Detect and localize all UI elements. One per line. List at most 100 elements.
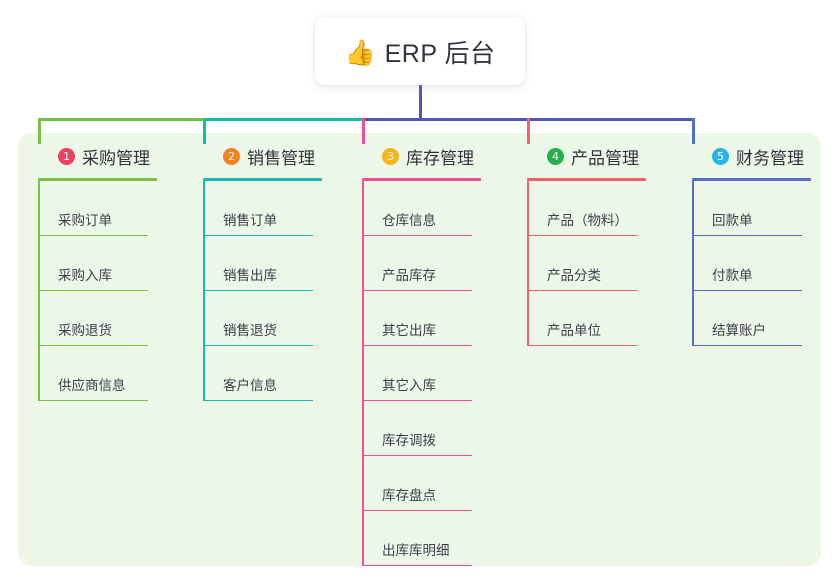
branch-item-underline [692, 344, 802, 346]
branch-item-underline [362, 289, 472, 291]
connector-root-stem [419, 85, 422, 121]
branch-underline [362, 178, 481, 181]
branch-item-underline [203, 399, 313, 401]
branch-item-underline [203, 289, 313, 291]
root-node[interactable]: 👍 ERP 后台 [315, 18, 525, 85]
branch-column-2: 2 销售管理销售订单销售出库销售退货客户信息 [203, 144, 322, 401]
branch-item-underline [362, 454, 472, 456]
branch-item-underline [38, 289, 148, 291]
branch-item-underline [527, 289, 637, 291]
branch-item-label: 出库库明细 [382, 543, 450, 558]
branch-item-label: 产品单位 [547, 323, 601, 338]
branch-badge-1: 1 [58, 147, 75, 165]
branch-spine [692, 181, 694, 346]
connector-drop-3 [362, 118, 365, 144]
branch-header-5[interactable]: 5 财务管理 [692, 144, 804, 168]
branch-title: 采购管理 [82, 148, 150, 168]
branch-item-label: 销售退货 [223, 323, 277, 338]
branch-item-underline [38, 344, 148, 346]
branch-item-label: 客户信息 [223, 378, 277, 393]
connector-bar-segment-2 [203, 118, 365, 121]
branch-item[interactable]: 其它出库 [362, 291, 472, 346]
branch-item[interactable]: 销售订单 [203, 181, 313, 236]
connector-bar-segment-1 [38, 118, 206, 121]
branch-underline [527, 178, 646, 181]
branch-item[interactable]: 销售出库 [203, 236, 313, 291]
branch-item-underline [203, 344, 313, 346]
branch-item-underline [527, 344, 637, 346]
branch-item[interactable]: 产品分类 [527, 236, 637, 291]
branch-item[interactable]: 采购退货 [38, 291, 148, 346]
connector-drop-2 [203, 118, 206, 144]
branch-header-3[interactable]: 3 库存管理 [362, 144, 474, 168]
branch-header-1[interactable]: 1 采购管理 [38, 144, 150, 168]
branch-column-1: 1 采购管理采购订单采购入库采购退货供应商信息 [38, 144, 157, 401]
branch-spine [362, 181, 364, 566]
branch-item-label: 产品库存 [382, 268, 436, 283]
branch-item-underline [362, 399, 472, 401]
branch-title: 库存管理 [406, 148, 474, 168]
branch-item-underline [692, 234, 802, 236]
branch-item[interactable]: 采购入库 [38, 236, 148, 291]
branch-item-underline [527, 234, 637, 236]
branch-item-label: 产品（物料） [547, 213, 628, 228]
branch-header-2[interactable]: 2 销售管理 [203, 144, 315, 168]
branch-badge-2: 2 [223, 147, 240, 165]
branch-item-label: 库存调拨 [382, 433, 436, 448]
branch-item[interactable]: 库存盘点 [362, 456, 472, 511]
branch-item-label: 库存盘点 [382, 488, 436, 503]
branch-badge-5: 5 [712, 147, 729, 165]
branch-spine [203, 181, 205, 401]
branch-item-label: 采购退货 [58, 323, 112, 338]
branch-item-label: 采购订单 [58, 213, 112, 228]
branch-item[interactable]: 出库库明细 [362, 511, 472, 566]
branch-item[interactable]: 结算账户 [692, 291, 802, 346]
branch-item[interactable]: 销售退货 [203, 291, 313, 346]
root-node-title: ERP 后台 [384, 39, 496, 68]
branch-underline [203, 178, 322, 181]
branch-spine [527, 181, 529, 346]
branch-column-5: 5 财务管理回款单付款单结算账户 [692, 144, 811, 346]
branch-title: 财务管理 [736, 148, 804, 168]
branch-item-label: 其它出库 [382, 323, 436, 338]
branch-item[interactable]: 产品（物料） [527, 181, 637, 236]
branch-item[interactable]: 采购订单 [38, 181, 148, 236]
branch-item[interactable]: 仓库信息 [362, 181, 472, 236]
branch-item[interactable]: 库存调拨 [362, 401, 472, 456]
branch-item[interactable]: 供应商信息 [38, 346, 148, 401]
branch-item[interactable]: 其它入库 [362, 346, 472, 401]
branch-underline [692, 178, 811, 181]
branch-item-label: 回款单 [712, 213, 753, 228]
branch-item-label: 结算账户 [712, 323, 766, 338]
branch-item[interactable]: 付款单 [692, 236, 802, 291]
branch-item-label: 付款单 [712, 268, 753, 283]
diagram-panel [18, 133, 821, 566]
branch-item-underline [38, 234, 148, 236]
branch-item-label: 采购入库 [58, 268, 112, 283]
branch-item-label: 仓库信息 [382, 213, 436, 228]
branch-item-underline [38, 399, 148, 401]
branch-item-underline [692, 289, 802, 291]
connector-drop-1 [38, 118, 41, 144]
branch-item-underline [203, 234, 313, 236]
branch-item-underline [362, 234, 472, 236]
branch-item-label: 销售出库 [223, 268, 277, 283]
branch-item-label: 其它入库 [382, 378, 436, 393]
branch-title: 销售管理 [247, 148, 315, 168]
branch-item-label: 供应商信息 [58, 378, 126, 393]
branch-item[interactable]: 产品库存 [362, 236, 472, 291]
branch-underline [38, 178, 157, 181]
connector-drop-5 [692, 118, 695, 144]
branch-spine [38, 181, 40, 401]
branch-badge-3: 3 [382, 147, 399, 165]
branch-badge-4: 4 [547, 147, 564, 165]
branch-item-underline [362, 564, 472, 566]
branch-item[interactable]: 回款单 [692, 181, 802, 236]
branch-item[interactable]: 客户信息 [203, 346, 313, 401]
branch-item[interactable]: 产品单位 [527, 291, 637, 346]
thumbs-up-icon: 👍 [344, 38, 376, 67]
branch-item-label: 产品分类 [547, 268, 601, 283]
